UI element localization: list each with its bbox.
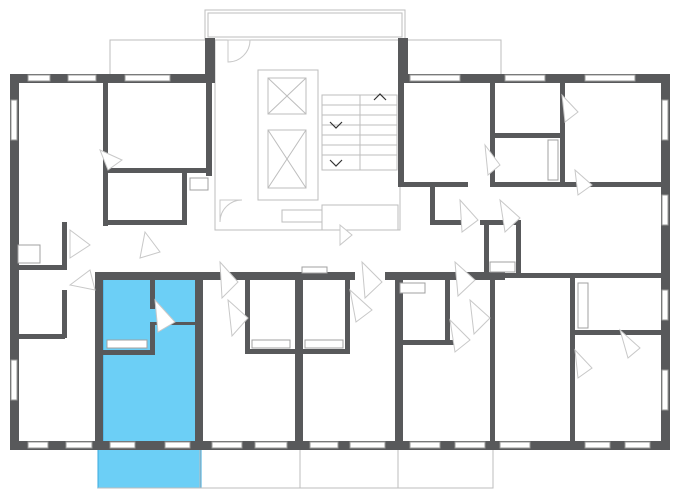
- stair-direction-icon: [329, 121, 343, 129]
- stairs: [321, 93, 399, 231]
- elevator-icon: [257, 69, 323, 223]
- bathtub-icon: [17, 139, 589, 349]
- unit-3-balcony: [97, 442, 202, 489]
- stair-core-outline: [109, 9, 502, 231]
- walls: [10, 38, 670, 450]
- unit-3-highlight[interactable]: [97, 278, 202, 489]
- door-swing-icon: [68, 39, 641, 379]
- stair-direction-icon: [373, 93, 387, 101]
- stair-direction-icon: [329, 159, 343, 167]
- windows: [10, 74, 669, 449]
